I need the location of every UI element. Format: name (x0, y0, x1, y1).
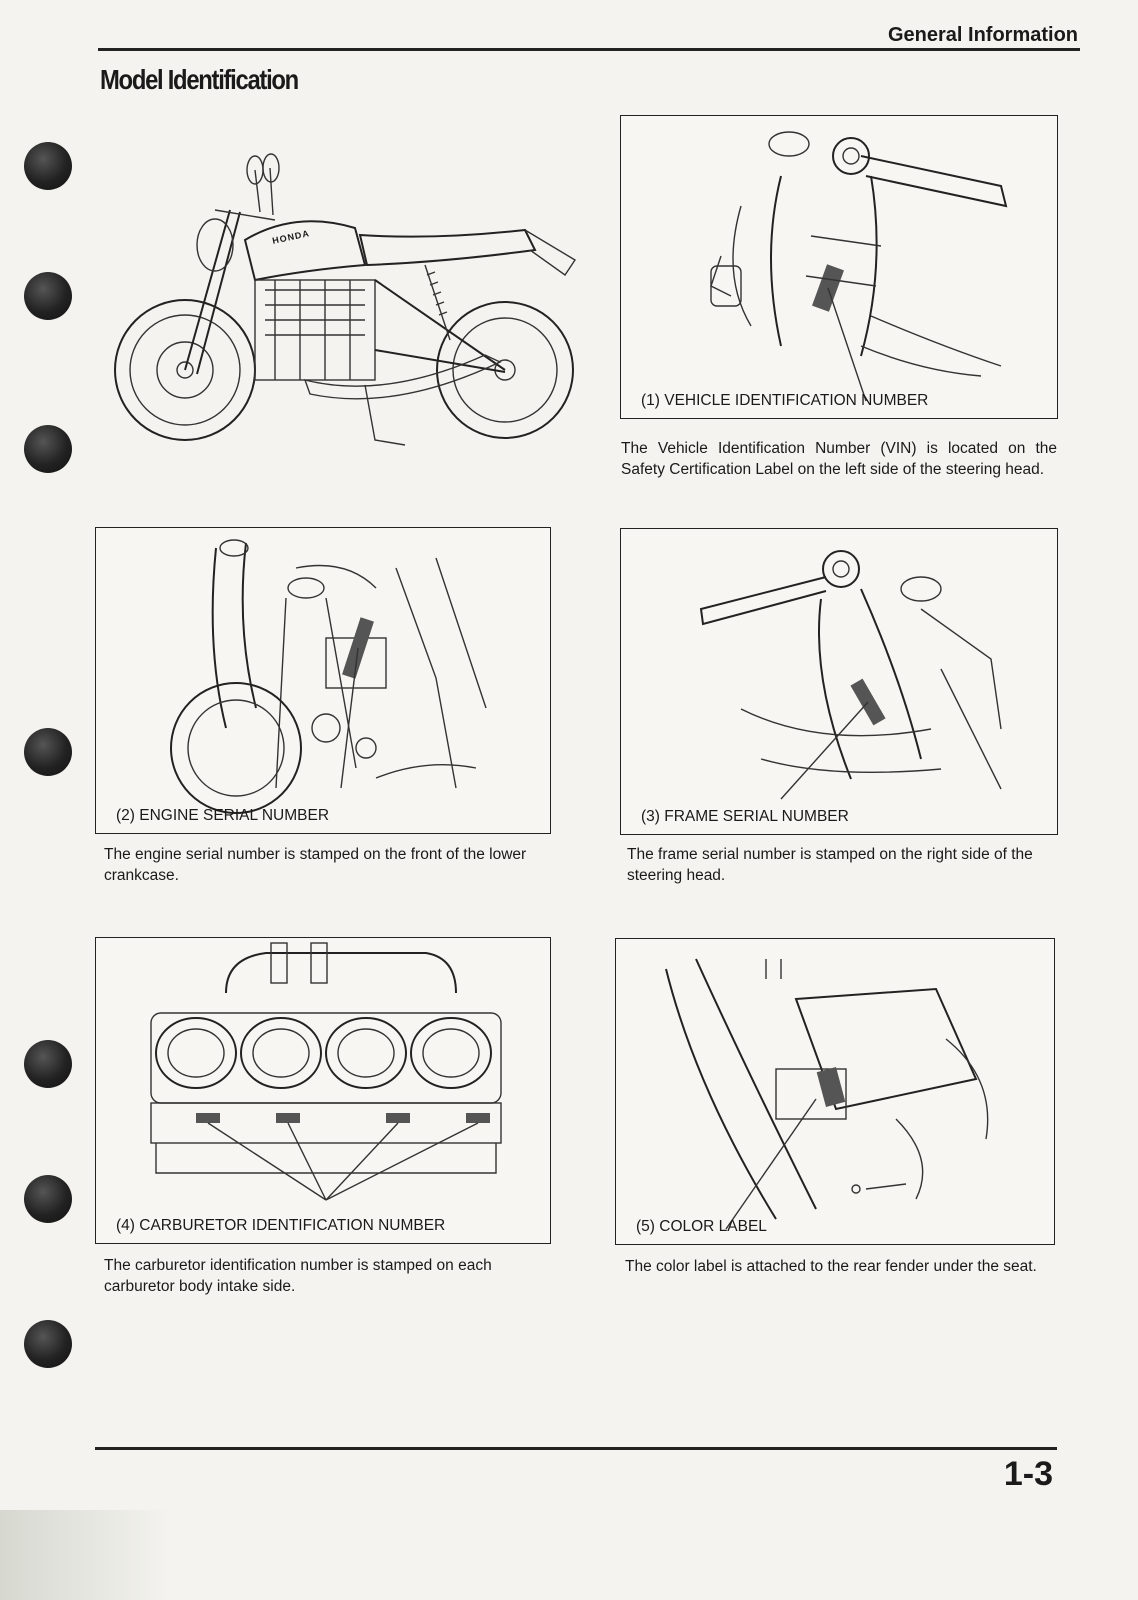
color-label-caption: (5) COLOR LABEL (636, 1218, 767, 1235)
color-label-description: The color label is attached to the rear … (625, 1258, 1037, 1275)
binder-hole (24, 728, 72, 776)
footer-rule (95, 1447, 1057, 1450)
engine-description: The engine serial number is stamped on t… (104, 846, 527, 884)
steering-head-left-illustration (710, 131, 1008, 402)
binder-hole (24, 272, 72, 320)
header-rule (98, 48, 1080, 51)
carburetor-bank-illustration (150, 942, 502, 1201)
scan-artifact (0, 1510, 170, 1600)
frame-caption: (3) FRAME SERIAL NUMBER (641, 808, 849, 825)
binder-hole (24, 1320, 72, 1368)
vin-panel: (1) VEHICLE IDENTIFICATION NUMBER (620, 115, 1058, 419)
vin-caption: (1) VEHICLE IDENTIFICATION NUMBER (641, 392, 929, 409)
page-number: 1-3 (1003, 1455, 1053, 1493)
section-label: General Information (887, 24, 1078, 46)
rear-fender-illustration (665, 958, 989, 1230)
color-label-panel: (5) COLOR LABEL (615, 938, 1055, 1245)
engine-panel: (2) ENGINE SERIAL NUMBER (95, 527, 551, 834)
binder-hole (24, 1040, 72, 1088)
steering-head-right-illustration (699, 550, 1002, 800)
binder-hole (24, 1175, 72, 1223)
engine-caption: (2) ENGINE SERIAL NUMBER (116, 807, 330, 824)
binder-hole (24, 142, 72, 190)
carburetor-description: The carburetor identification number is … (104, 1257, 492, 1295)
page-title: Model Identification (100, 64, 299, 95)
motorcycle-illustration (114, 153, 576, 446)
carburetor-caption: (4) CARBURETOR IDENTIFICATION NUMBER (116, 1217, 446, 1234)
binder-hole (24, 425, 72, 473)
frame-panel: (3) FRAME SERIAL NUMBER (620, 528, 1058, 835)
vin-description: The Vehicle Identification Number (VIN) … (621, 440, 1057, 478)
frame-description: The frame serial number is stamped on th… (627, 846, 1033, 884)
engine-front-illustration (170, 539, 487, 814)
carburetor-panel: (4) CARBURETOR IDENTIFICATION NUMBER (95, 937, 551, 1244)
